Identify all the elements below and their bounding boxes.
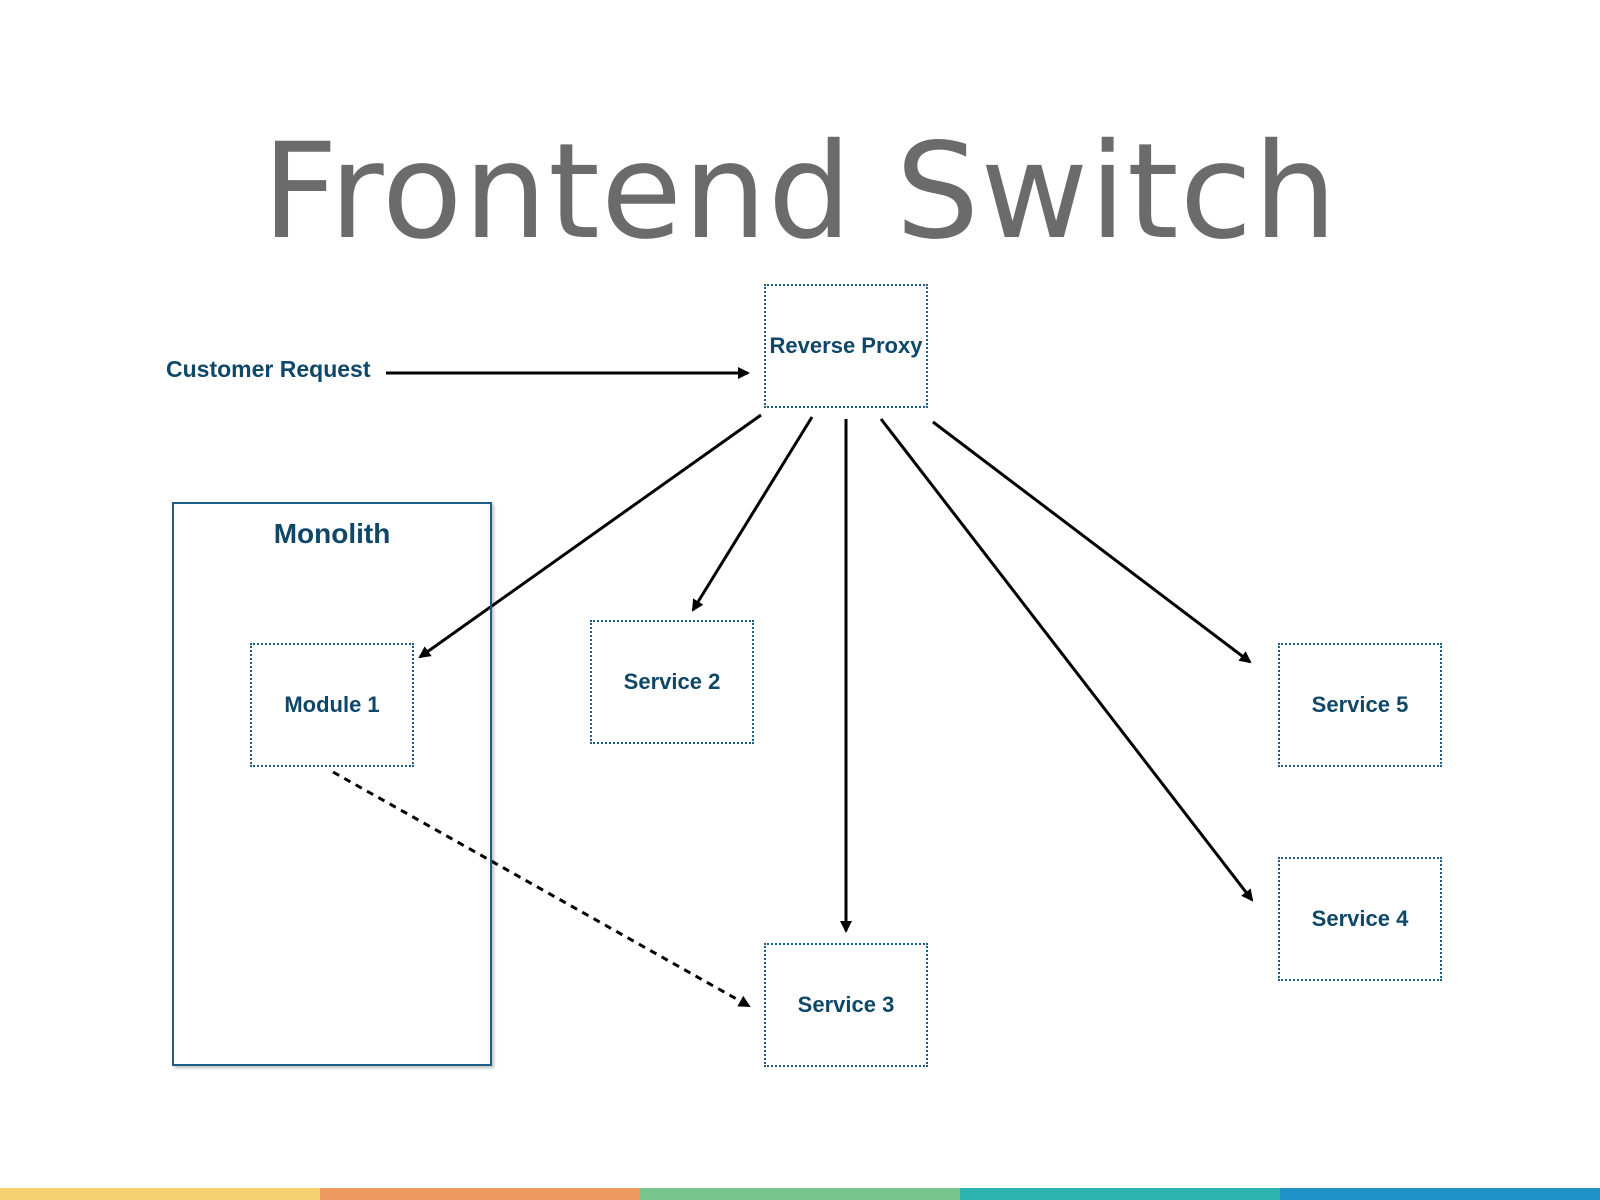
monolith-container[interactable]: Monolith: [172, 502, 492, 1066]
footer-bar-segment-yellow: [0, 1188, 320, 1200]
service3-label: Service 3: [797, 992, 895, 1017]
slide-title: Frontend Switch: [262, 115, 1338, 269]
reverse-proxy-box[interactable]: Reverse Proxy: [764, 284, 928, 408]
service2-label: Service 2: [623, 669, 721, 694]
module1-box[interactable]: Module 1: [250, 643, 414, 767]
service3-box[interactable]: Service 3: [764, 943, 928, 1067]
footer-color-bar: [0, 1188, 1600, 1200]
footer-bar-segment-green: [640, 1188, 960, 1200]
service4-box[interactable]: Service 4: [1278, 857, 1442, 981]
footer-bar-segment-teal: [960, 1188, 1280, 1200]
service5-box[interactable]: Service 5: [1278, 643, 1442, 767]
arrow-proxy-to-service2: [691, 416, 814, 612]
reverse-proxy-label: Reverse Proxy: [769, 333, 923, 358]
customer-request-label: Customer Request: [166, 356, 371, 382]
module1-label: Module 1: [284, 692, 380, 717]
service4-label: Service 4: [1311, 906, 1409, 931]
service5-label: Service 5: [1311, 692, 1409, 717]
arrow-proxy-to-service4: [879, 418, 1254, 902]
footer-bar-segment-orange: [320, 1188, 640, 1200]
footer-bar-segment-blue: [1280, 1188, 1600, 1200]
service2-box[interactable]: Service 2: [590, 620, 754, 744]
arrow-proxy-to-service5: [932, 420, 1252, 664]
monolith-label: Monolith: [273, 518, 391, 549]
